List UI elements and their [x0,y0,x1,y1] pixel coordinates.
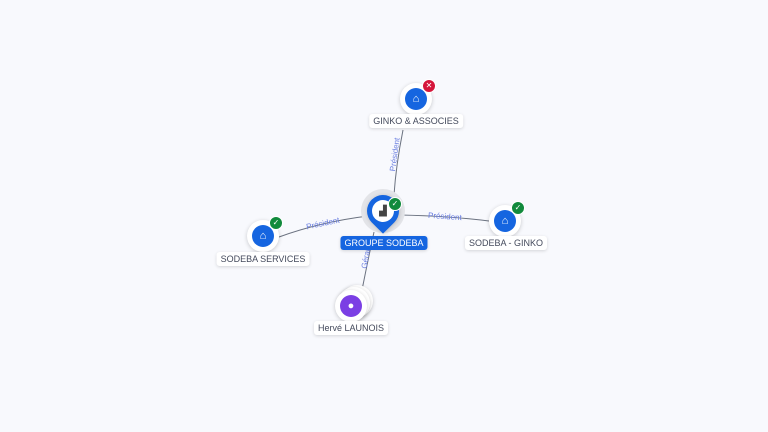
close-icon: ✕ [422,79,436,93]
center-label[interactable]: GROUPE SODEBA [340,236,428,250]
building-icon: ⌂ [252,225,274,247]
node-sodeba-services[interactable]: ⌂✓ [247,216,283,252]
node-label: GINKO & ASSOCIES [369,114,463,128]
node-herve[interactable]: ● [335,290,367,322]
person-icon: ● [340,295,362,317]
node-ginko[interactable]: ⌂✕ [400,79,436,115]
check-icon: ✓ [511,201,525,215]
node-label: Hervé LAUNOIS [313,321,389,335]
check-icon: ✓ [269,216,283,230]
node-label: SODEBA - GINKO [464,236,548,250]
building-icon: ⌂ [494,210,516,232]
node-sodeba-ginko[interactable]: ⌂✓ [489,201,525,237]
check-icon: ✓ [388,197,402,211]
building-icon: ⌂ [405,88,427,110]
node-label: SODEBA SERVICES [216,252,310,266]
